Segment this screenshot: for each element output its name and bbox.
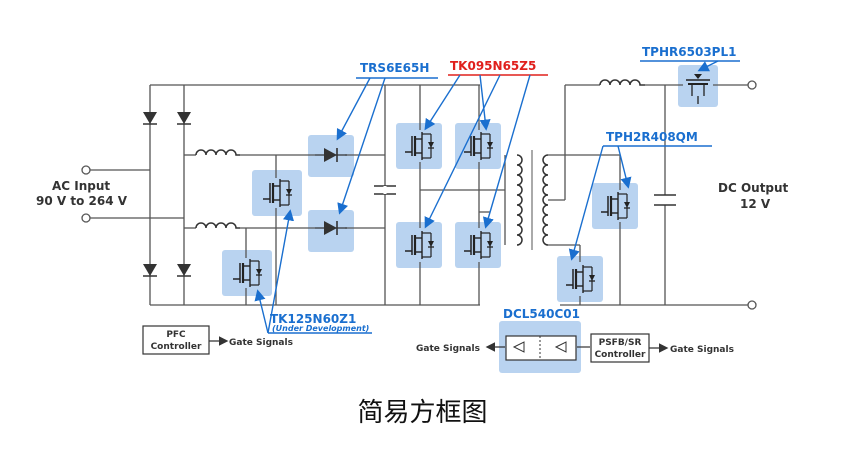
output-inductor: [599, 79, 645, 86]
bridge-mosfet-highlight-4: [455, 222, 501, 268]
bridge-mosfet-highlight-2: [455, 123, 501, 169]
pfc-mosfet-1: [263, 179, 292, 207]
bridge-diode-3: [143, 264, 157, 277]
sr-mosfet-highlight-2: [557, 256, 603, 302]
transformer-primary: [516, 154, 523, 246]
bridge-mosfet-highlight-1: [396, 123, 442, 169]
psfb-controller-box: [590, 333, 650, 363]
dc-terminal-top: [747, 80, 757, 90]
boost-diode-2: [315, 221, 347, 235]
psfb-label-1: PSFB/SR: [599, 338, 642, 348]
pfc-inductor-2: [195, 222, 240, 229]
mosfet-symbols: [233, 74, 710, 293]
ac-input-label: AC Input: [52, 179, 110, 193]
bridge-mosfet-highlight-3: [396, 222, 442, 268]
boost-diodes: [315, 148, 347, 235]
dc-voltage-label: 12 V: [740, 197, 771, 211]
ac-terminal-top: [81, 165, 91, 175]
bridge-diode-4: [177, 264, 191, 277]
sr-mosfet-1: [601, 192, 630, 220]
bridge-mosfet-2: [464, 132, 493, 160]
controllers: PFC Controller Gate Signals Gate Signals…: [142, 325, 734, 363]
isolator-box: [505, 335, 577, 361]
pfc-controller-label-2: Controller: [151, 342, 202, 352]
output-mosfet: [686, 74, 710, 104]
dc-terminal-bottom: [747, 300, 757, 310]
part-dcl540c01: DCL540C01: [503, 307, 580, 321]
ac-terminal-bottom: [81, 213, 91, 223]
sr-mosfet-2: [566, 265, 595, 293]
part-tk125-note: (Under Development): [272, 324, 369, 333]
sr-mosfet-highlight-1: [592, 183, 638, 229]
bridge-mosfet-1: [405, 132, 434, 160]
diagram-caption: 简易方框图: [357, 398, 488, 428]
part-tphr6503pl1: TPHR6503PL1: [642, 45, 736, 59]
pfc-controller-label-1: PFC: [166, 330, 186, 340]
part-tk095n65z5: TK095N65Z5: [450, 59, 536, 73]
output-mosfet-highlight: [678, 65, 718, 107]
inductors: [195, 79, 645, 246]
gate-signals-right: Gate Signals: [670, 345, 734, 355]
ac-range-label: 90 V to 264 V: [36, 194, 128, 208]
psfb-label-2: Controller: [595, 350, 646, 360]
part-tk125n60z1: TK125N60Z1: [270, 312, 356, 326]
callout-lines: [254, 60, 740, 334]
pfc-mosfet-2: [233, 259, 262, 287]
gate-signals-mid: Gate Signals: [416, 344, 480, 354]
boost-diode-1: [315, 148, 347, 162]
bridge-mosfet-3: [405, 231, 434, 259]
bridge-mosfet-4: [464, 231, 493, 259]
pfc-mosfet-highlight-1: [252, 170, 302, 216]
bridge-diodes: [143, 112, 191, 277]
transformer-secondary: [542, 154, 549, 246]
terminals: [81, 80, 757, 310]
pfc-controller-box: [142, 325, 210, 355]
part-tph2r408qm: TPH2R408QM: [606, 130, 698, 144]
pfc-mosfet-highlight-2: [222, 250, 272, 296]
dc-output-label: DC Output: [718, 181, 789, 195]
bridge-diode-2: [177, 112, 191, 125]
wiring: [90, 84, 748, 306]
part-trs6e65h: TRS6E65H: [360, 61, 429, 75]
bridge-diode-1: [143, 112, 157, 125]
gate-signals-left: Gate Signals: [229, 338, 293, 348]
pfc-inductor-1: [195, 149, 240, 156]
